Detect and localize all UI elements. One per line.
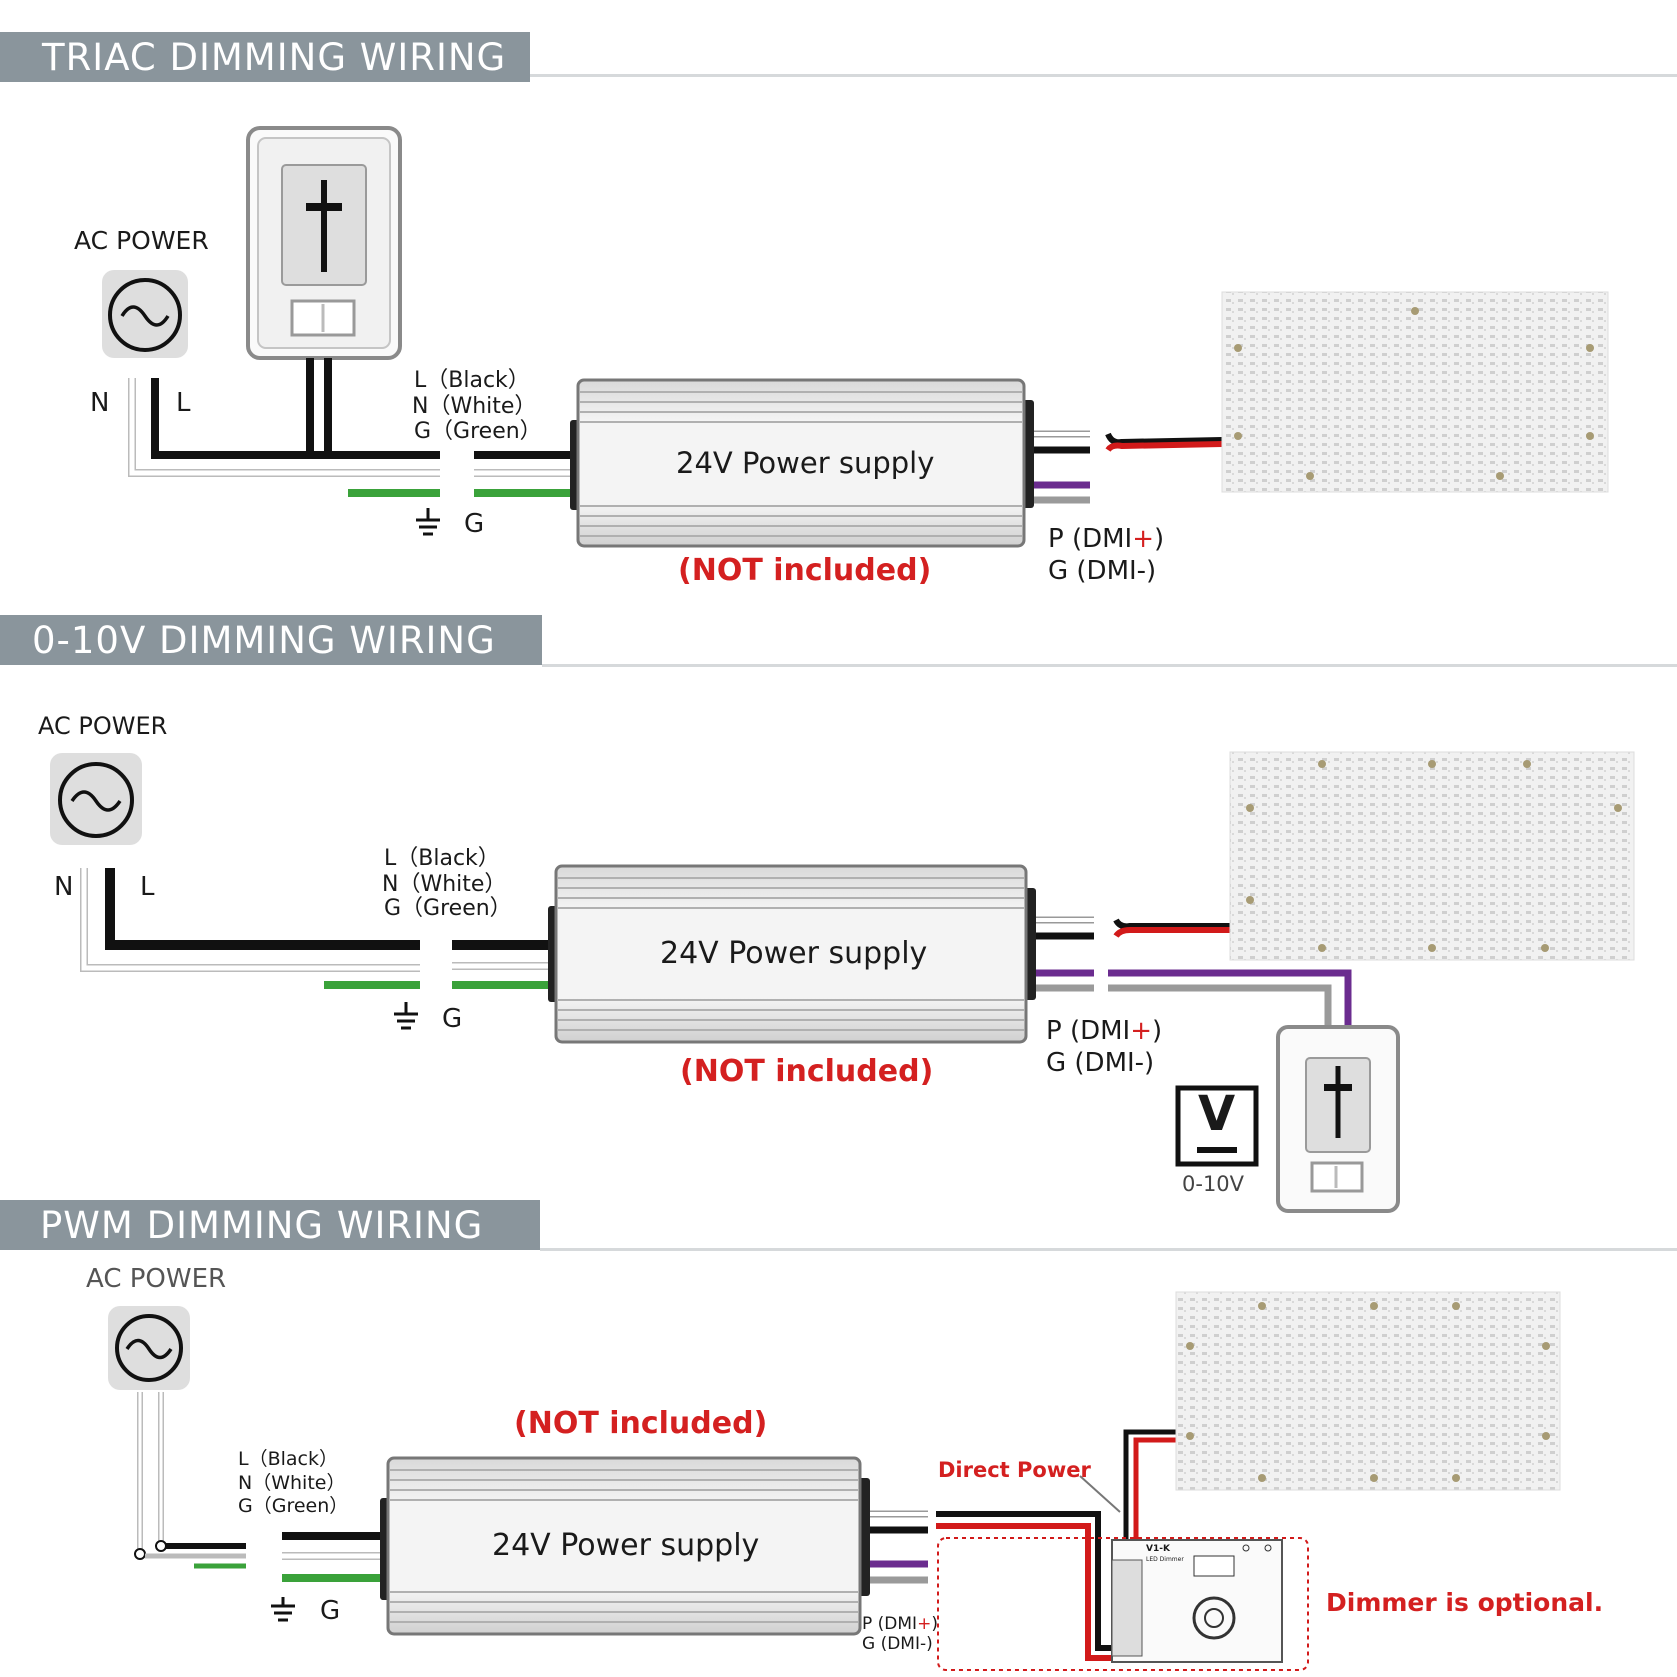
section-band-triac — [0, 32, 530, 82]
optional-dimmer-outline — [937, 1537, 1309, 1671]
not-included-label: (NOT included) — [514, 1406, 768, 1441]
wire-l-label: L（Black） — [238, 1448, 338, 1470]
section-title-pwm: PWM DIMMING WIRING — [40, 1204, 484, 1247]
section-divider — [542, 664, 1677, 667]
ground-symbol-icon — [416, 508, 440, 536]
section-divider — [540, 1248, 1677, 1251]
p-dmi-label: P (DMI+) — [1046, 1016, 1163, 1046]
triac-diagram — [102, 126, 1609, 548]
led-panel — [1221, 291, 1609, 493]
wire-n-label: N（White） — [412, 394, 537, 419]
not-included-label: (NOT included) — [678, 553, 932, 588]
ground-label: G — [464, 509, 485, 539]
section-band-0-10v — [0, 615, 542, 665]
power-supply-unit — [380, 1456, 870, 1636]
direct-power-label: Direct Power — [938, 1458, 1091, 1482]
line-label: L — [176, 388, 191, 418]
ground-symbol-icon — [394, 1002, 418, 1030]
neutral-label: N — [90, 388, 110, 418]
section-band-pwm — [0, 1200, 540, 1250]
ac-power-label: AC POWER — [74, 226, 209, 255]
zero-ten-v-label: 0-10V — [1182, 1172, 1245, 1196]
not-included-label: (NOT included) — [680, 1054, 934, 1089]
p-dmi-label: P (DMI+) — [862, 1614, 938, 1634]
p-dmi-label: P (DMI+) — [1048, 524, 1165, 554]
dimmer-sub-label: LED Dimmer — [1146, 1556, 1184, 1563]
dimmer-optional-label: Dimmer is optional. — [1326, 1588, 1604, 1617]
g-dmi-label: G (DMI-) — [1046, 1048, 1155, 1078]
ground-label: G — [320, 1596, 341, 1626]
power-supply-unit — [570, 378, 1034, 548]
wire-l-label: L（Black） — [414, 368, 530, 393]
voltage-symbol-icon — [1175, 1085, 1259, 1167]
power-supply-label: 24V Power supply — [676, 446, 935, 480]
ac-power-label: AC POWER — [86, 1264, 227, 1294]
ground-label: G — [442, 1004, 463, 1034]
line-label: L — [140, 872, 155, 902]
pwm-dimmer-module — [1111, 1539, 1283, 1663]
led-panel — [1229, 751, 1635, 961]
neutral-label: N — [54, 872, 74, 902]
ground-symbol-icon — [271, 1597, 295, 1622]
ac-power-icon — [50, 753, 142, 845]
power-supply-label: 24V Power supply — [660, 936, 928, 971]
g-dmi-label: G (DMI-) — [862, 1634, 933, 1654]
wire-g-label: G（Green） — [238, 1495, 349, 1517]
voltage-symbol-text: V — [1198, 1086, 1236, 1142]
ac-power-icon — [108, 1306, 190, 1390]
power-supply-label: 24V Power supply — [492, 1528, 760, 1563]
ac-power-icon — [102, 270, 188, 358]
section-title-0-10v: 0-10V DIMMING WIRING — [32, 619, 496, 662]
section-title-triac: TRIAC DIMMING WIRING — [42, 36, 507, 79]
section-divider — [530, 74, 1677, 77]
wire-l-label: L（Black） — [384, 846, 500, 871]
wall-dimmer-switch-icon — [1276, 1025, 1400, 1213]
wire-n-label: N（White） — [382, 872, 507, 897]
wire-n-label: N（White） — [238, 1472, 346, 1494]
g-dmi-label: G (DMI-) — [1048, 556, 1157, 586]
ac-power-label: AC POWER — [38, 712, 168, 740]
wall-dimmer-switch-icon — [246, 126, 402, 360]
zero-ten-v-diagram — [50, 751, 1635, 1213]
pwm-diagram — [108, 1291, 1561, 1671]
wire-g-label: G（Green） — [414, 419, 542, 444]
wire-g-label: G（Green） — [384, 896, 512, 921]
power-supply-unit — [548, 864, 1036, 1044]
dimmer-model-label: V1-K — [1146, 1544, 1170, 1554]
led-panel — [1175, 1291, 1561, 1491]
